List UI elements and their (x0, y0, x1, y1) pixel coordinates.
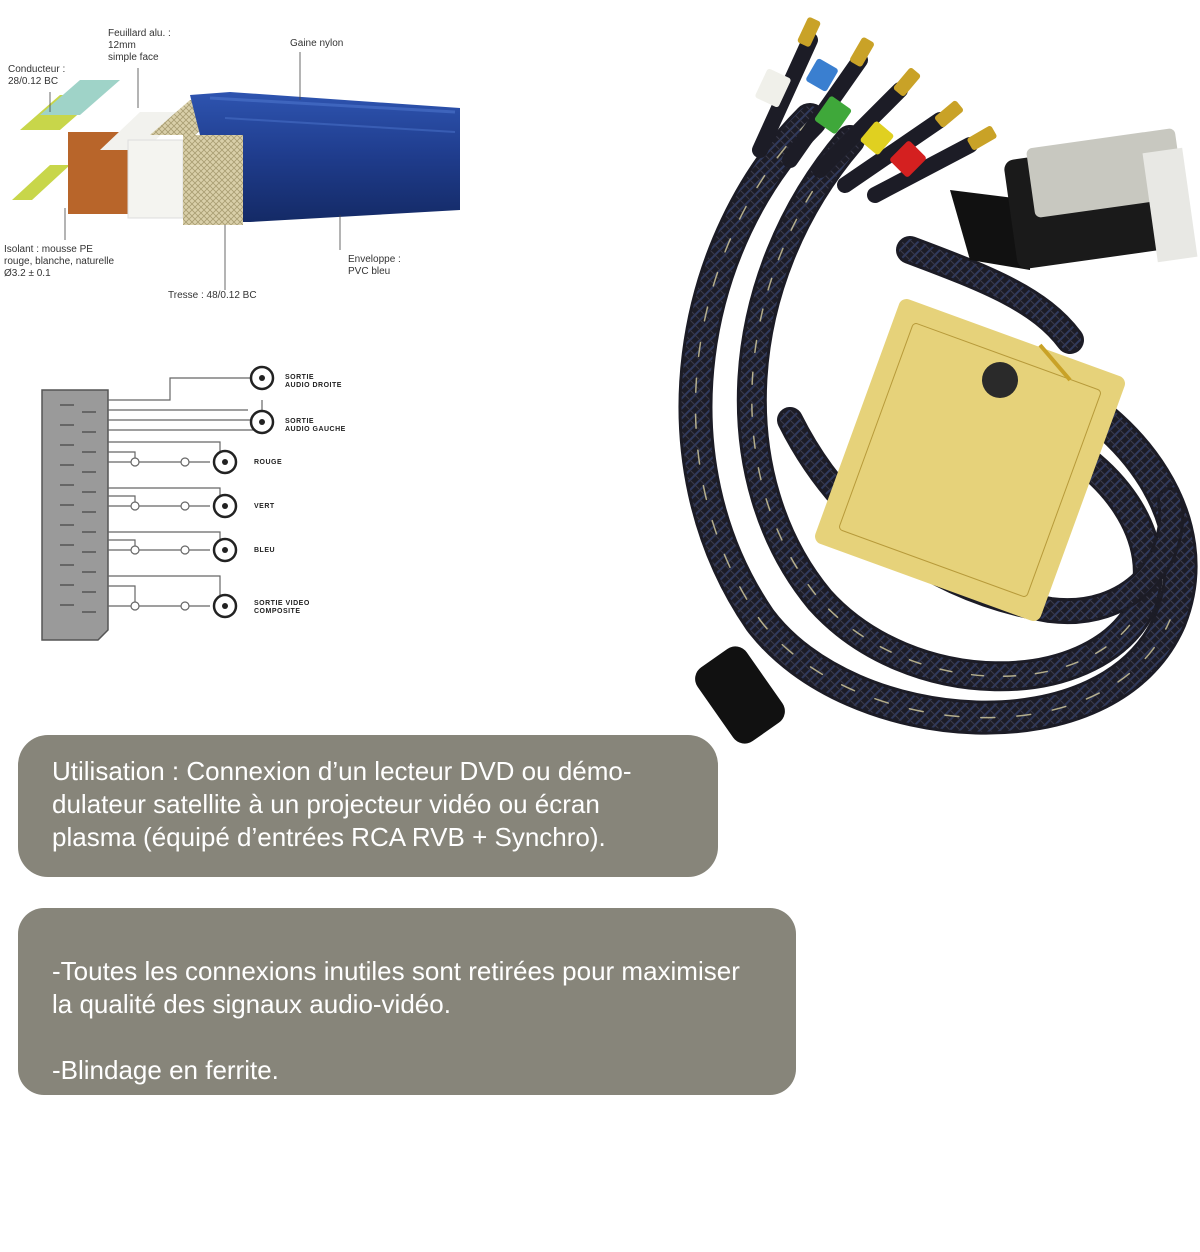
braid-label: Tresse : 48/0.12 BC (168, 290, 257, 301)
composite-label: SORTIE VIDEO COMPOSITE (254, 600, 310, 615)
green-ring (814, 96, 852, 134)
rca-jacks (212, 365, 275, 619)
braid-shield (183, 135, 243, 225)
wires (108, 377, 263, 607)
blue-label: BLEU (254, 547, 276, 554)
foil-label: Feuillard alu. : 12mm simple face (108, 28, 171, 63)
white-ring (755, 68, 791, 108)
wiring-schematic: SORTIE AUDIO DROITE SORTIE AUDIO GAUCHE … (30, 350, 430, 650)
insulation-label: Isolant : mousse PE rouge, blanche, natu… (4, 244, 115, 279)
green-label: VERT (254, 503, 275, 510)
cable-section-diagram: Conducteur : 28/0.12 BC Feuillard alu. :… (0, 0, 470, 310)
blue-ring (806, 58, 838, 92)
audio-right-label: SORTIE AUDIO DROITE (285, 374, 342, 389)
scart-pins (60, 404, 96, 613)
audio-left-label: SORTIE AUDIO GAUCHE (285, 418, 346, 433)
feature-item: -Câble OFC (Cuivre sans Oxygène). (52, 1187, 472, 1217)
ferrite-bead (695, 646, 785, 744)
foil-layer (100, 112, 185, 150)
pvc-jacket (190, 92, 460, 222)
red-ring (890, 141, 926, 177)
rca-plugs (752, 17, 997, 203)
wiring-diagram-illustration (41, 365, 275, 641)
conductor-strand (12, 165, 70, 200)
scart-connector-block (41, 389, 109, 641)
feature-item: -Blindage en ferrite. (52, 1055, 279, 1085)
cable-layer-stack (12, 80, 460, 225)
foil-wrap (127, 139, 184, 219)
yellow-ring (860, 121, 894, 155)
feature-item: -Toutes les connexions inutiles sont ret… (52, 956, 740, 1019)
cable-layers-illustration (12, 52, 460, 290)
certificate-tag (815, 299, 1125, 621)
features-box: -Toutes les connexions inutiles sont ret… (18, 908, 796, 1217)
product-photo (610, 0, 1200, 790)
red-label: ROUGE (254, 459, 283, 466)
insulation-layer (40, 80, 120, 115)
nylon-sheath-label: Gaine nylon (290, 38, 344, 49)
scart-rca-cable-illustration (678, 17, 1198, 744)
jacket-label: Enveloppe : PVC bleu (348, 254, 401, 277)
cable-coils (678, 103, 1198, 735)
conductor-label: Conducteur : 28/0.12 BC (8, 64, 66, 87)
feature-item: -Connecteurs dorés pour un transfert de … (52, 1121, 726, 1151)
junction-dots (130, 457, 190, 611)
scart-plug (950, 128, 1198, 270)
usage-box: Utilisation : Connexion d’un lecteur DVD… (18, 735, 718, 877)
rca-jack-pins (222, 375, 265, 609)
